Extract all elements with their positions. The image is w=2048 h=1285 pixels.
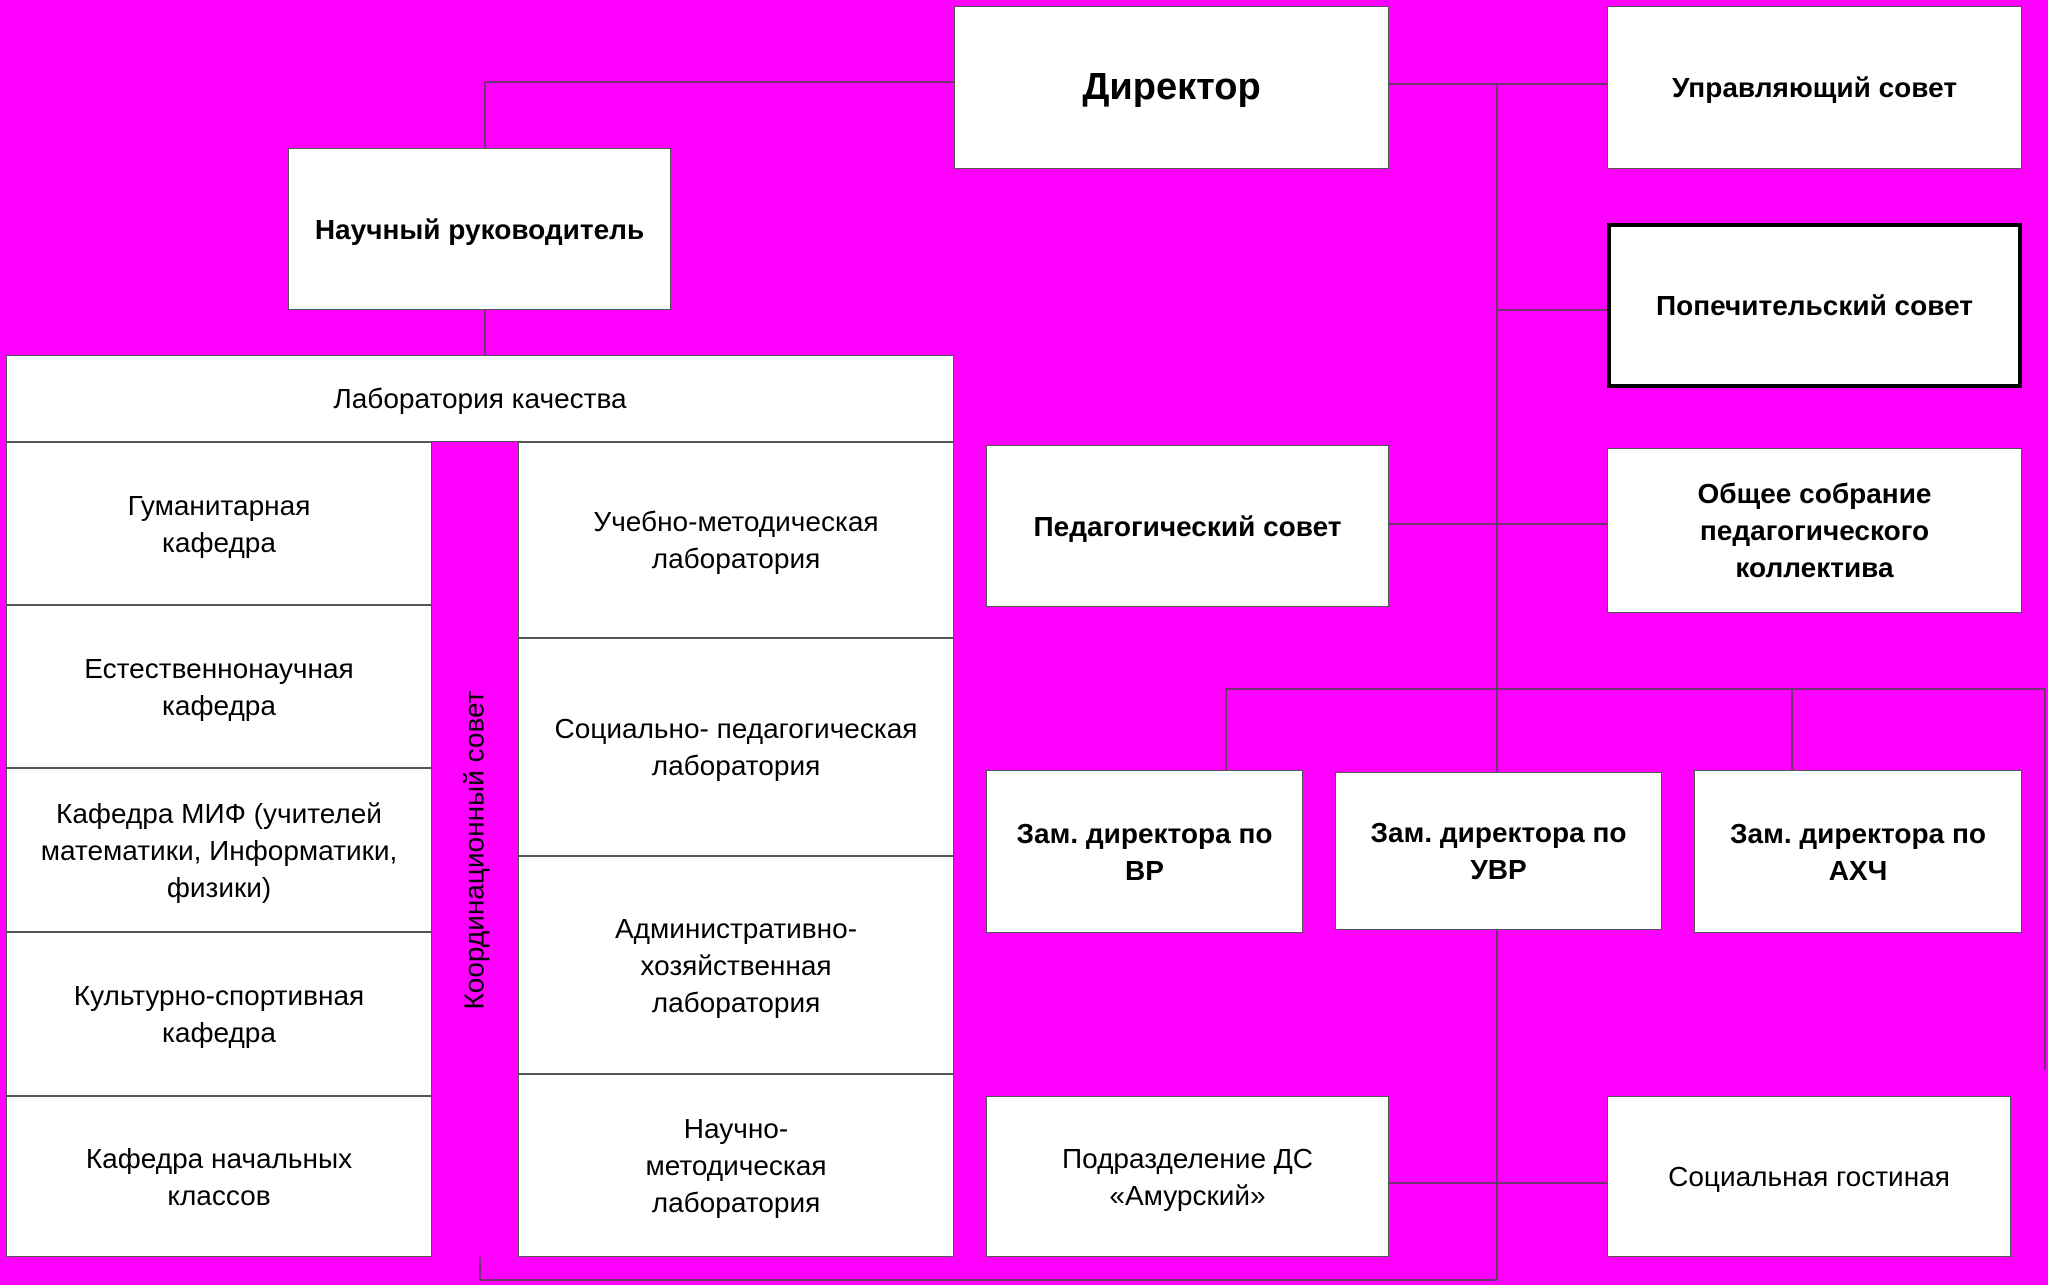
deputy-ahch-box: Зам. директора по АХЧ xyxy=(1694,770,2022,933)
coordination-council: Координационный совет xyxy=(432,442,518,1257)
laboratory-box: Социально- педагогическая лаборатория xyxy=(518,638,954,856)
scientific-supervisor-box: Научный руководитель xyxy=(288,148,671,310)
general-meeting-box: Общее собрание педагогического коллектив… xyxy=(1607,448,2022,613)
quality-lab-box: Лаборатория качества xyxy=(6,355,954,442)
department-box: Кафедра начальных классов xyxy=(6,1096,432,1257)
deputy-vr-box: Зам. директора по ВР xyxy=(986,770,1303,933)
department-box: Естественнонаучная кафедра xyxy=(6,605,432,768)
general-meeting-label: Общее собрание педагогического коллектив… xyxy=(1697,478,1932,583)
deputy-ahch-label: Зам. директора по АХЧ xyxy=(1730,817,1986,886)
department-label: Культурно-спортивная кафедра xyxy=(73,980,365,1048)
board-of-trustees-label: Попечительский совет xyxy=(1656,290,1973,321)
director-box: Директор xyxy=(954,6,1389,169)
pedagogical-council-box: Педагогический совет xyxy=(986,445,1389,607)
board-of-trustees-box: Попечительский совет xyxy=(1607,223,2022,388)
quality-lab-label: Лаборатория качества xyxy=(333,383,627,414)
coordination-council-label: Координационный совет xyxy=(459,689,491,1010)
pedagogical-council-label: Педагогический совет xyxy=(1033,510,1342,542)
department-box: Культурно-спортивная кафедра xyxy=(6,932,432,1096)
deputy-uvr-label: Зам. директора по УВР xyxy=(1370,817,1627,885)
department-box: Кафедра МИФ (учителей математики, Информ… xyxy=(6,768,432,932)
laboratory-label: Учебно-методическая лаборатория xyxy=(593,506,879,574)
laboratory-label: Административно-хозяйственная лаборатори… xyxy=(614,912,858,1018)
director-label: Директор xyxy=(1082,66,1261,108)
laboratory-label: Социально- педагогическая лаборатория xyxy=(554,713,918,781)
laboratory-box: Административно-хозяйственная лаборатори… xyxy=(518,856,954,1074)
scientific-supervisor-label: Научный руководитель xyxy=(314,213,645,245)
deputy-uvr-box: Зам. директора по УВР xyxy=(1335,772,1662,930)
social-lounge-box: Социальная гостиная xyxy=(1607,1096,2011,1257)
governing-council-box: Управляющий совет xyxy=(1607,6,2022,169)
department-label: Естественнонаучная кафедра xyxy=(84,652,354,721)
laboratory-box: Учебно-методическая лаборатория xyxy=(518,442,954,638)
department-label: Кафедра МИФ (учителей математики, Информ… xyxy=(40,797,398,903)
laboratory-label: Научно-методическая лаборатория xyxy=(645,1113,827,1218)
laboratory-box: Научно-методическая лаборатория xyxy=(518,1074,954,1257)
department-label: Гуманитарная кафедра xyxy=(127,489,311,558)
deputy-vr-label: Зам. директора по ВР xyxy=(1016,817,1273,886)
governing-council-label: Управляющий совет xyxy=(1671,72,1958,103)
kindergarten-unit-label: Подразделение ДС «Амурский» xyxy=(1061,1142,1313,1211)
kindergarten-unit-box: Подразделение ДС «Амурский» xyxy=(986,1096,1389,1257)
department-label: Кафедра начальных классов xyxy=(85,1142,353,1211)
department-box: Гуманитарная кафедра xyxy=(6,442,432,605)
social-lounge-label: Социальная гостиная xyxy=(1668,1161,1950,1192)
